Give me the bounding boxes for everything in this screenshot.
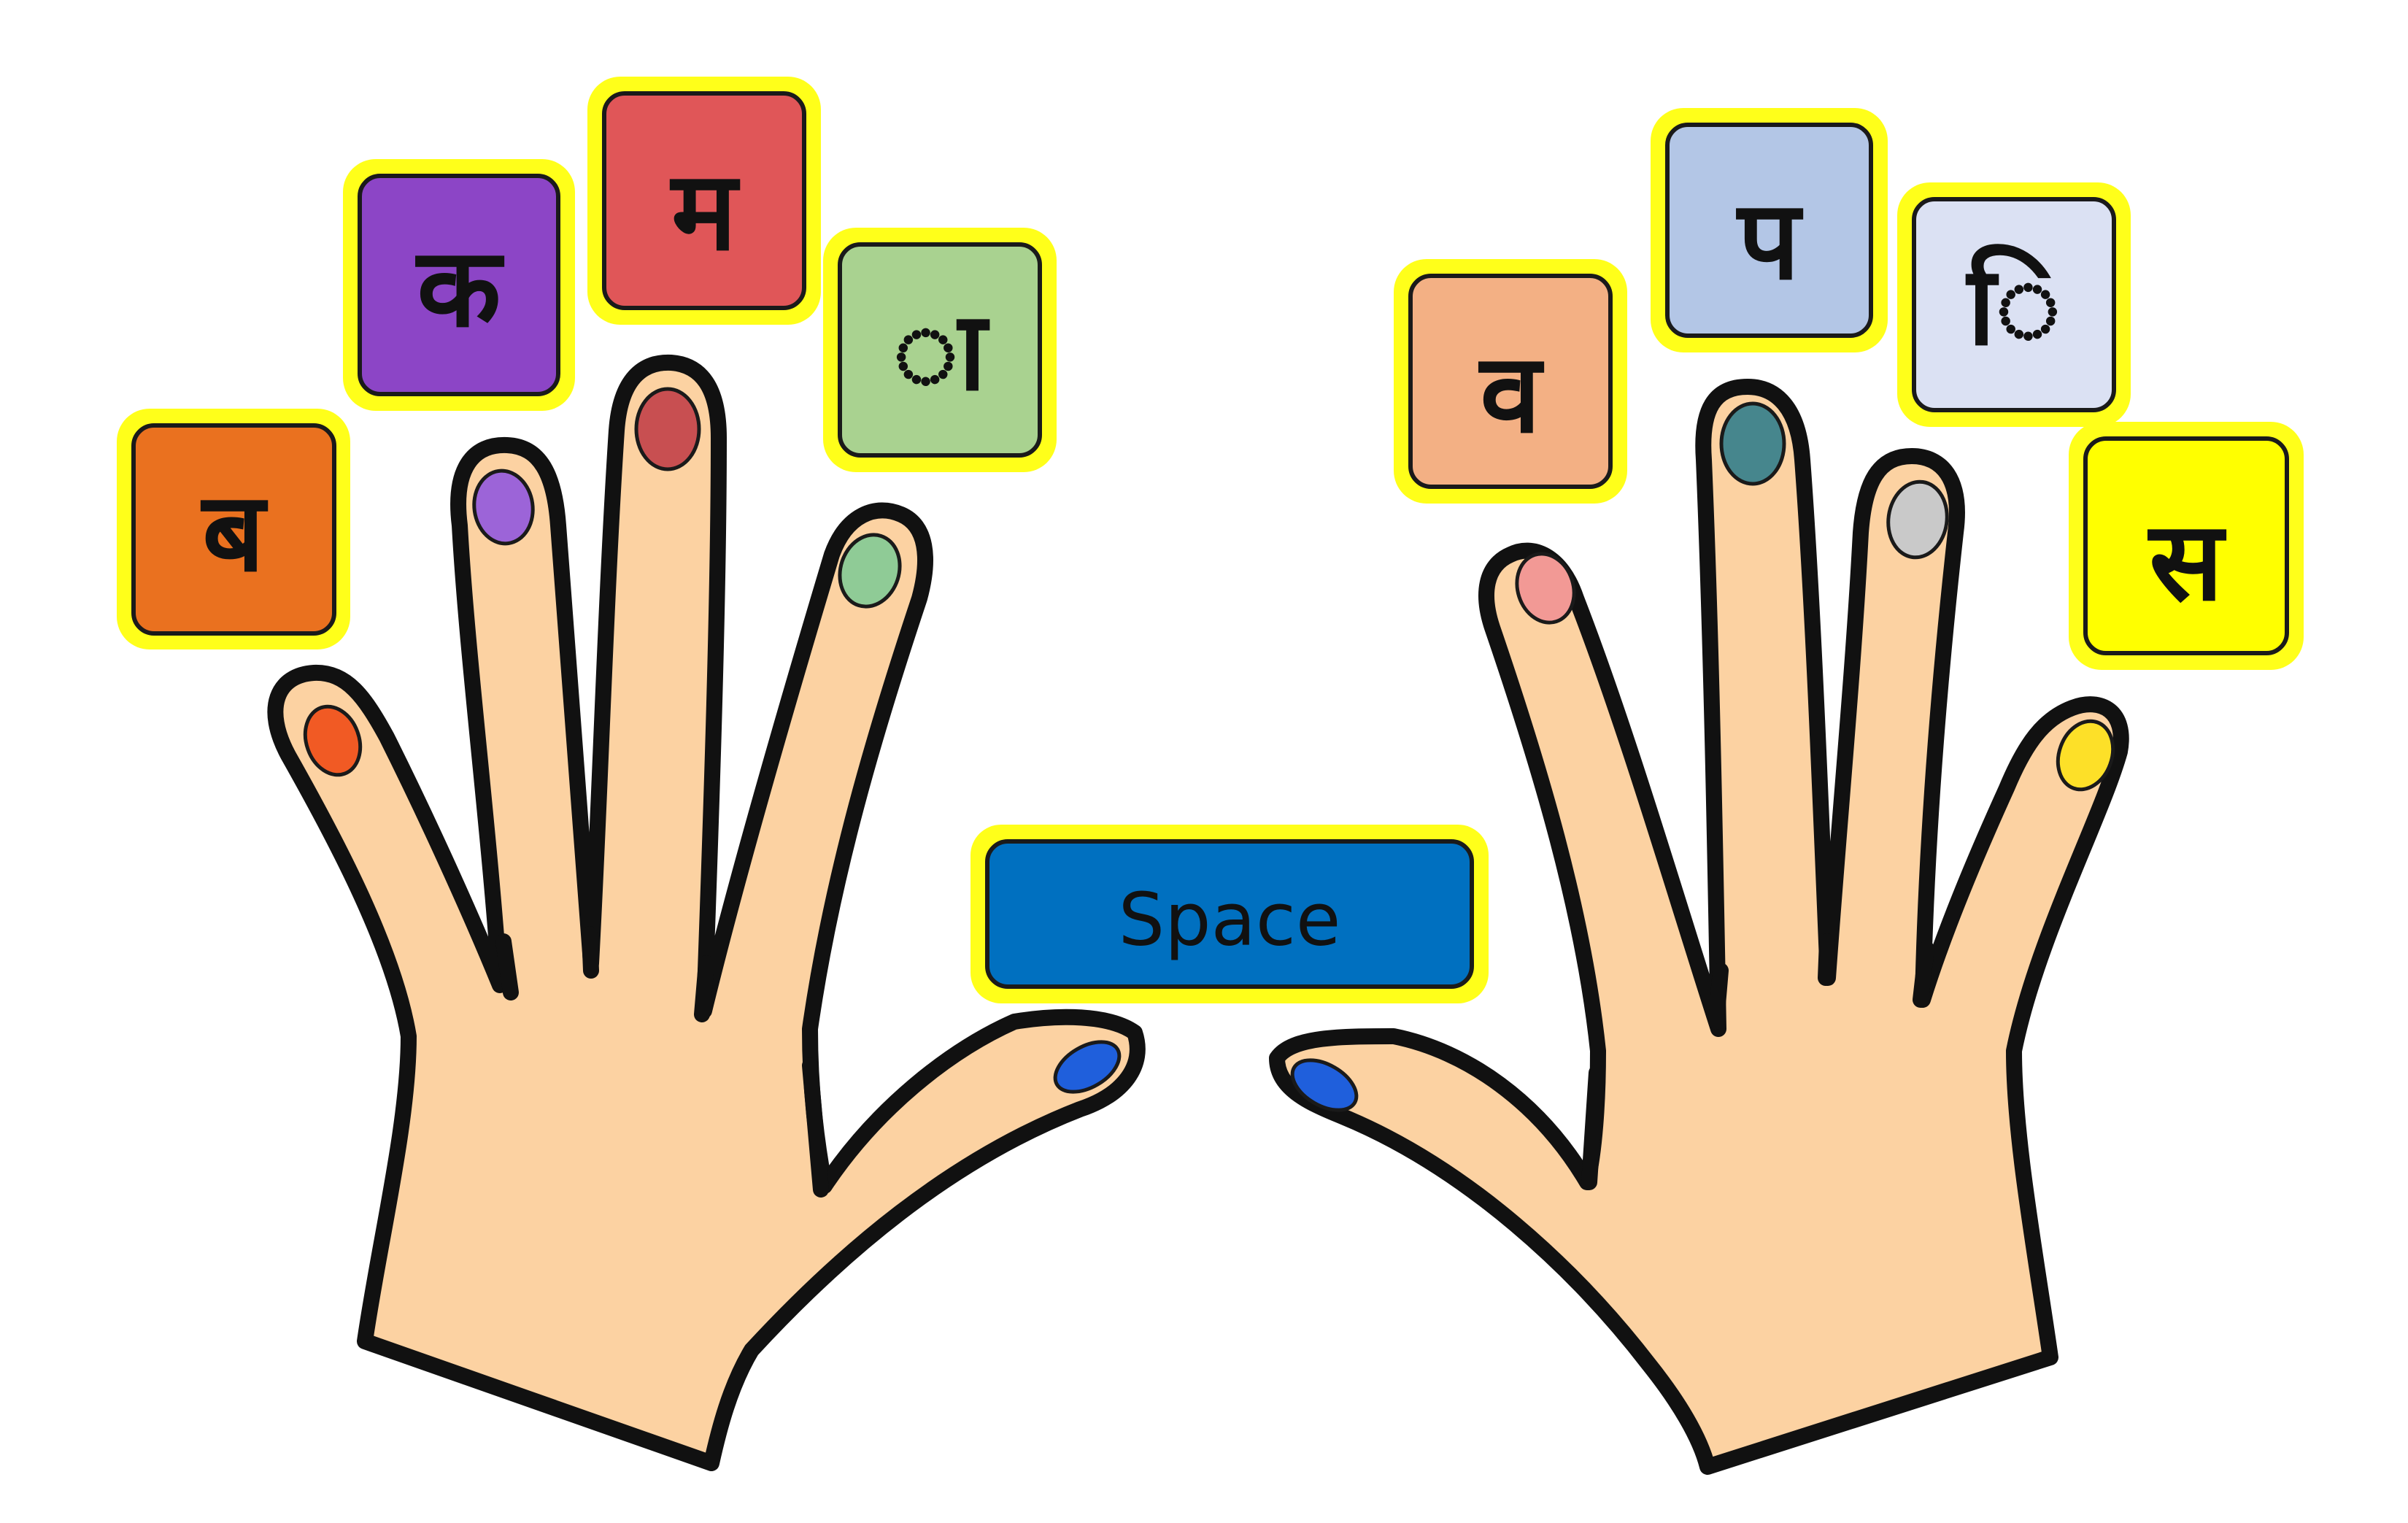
left-middle-crease [582,926,599,979]
key-right-ring: ि [1897,182,2131,427]
key-char: म [669,148,741,275]
key-face [985,839,1474,989]
space-key: Space [970,825,1489,1003]
key-left-pinky: ब [117,409,350,649]
left-middle-nail [634,387,701,471]
right-hand [1269,379,2129,1475]
right-thumb-nail [1290,1058,1359,1112]
left-index-nail [838,533,902,609]
right-ring-nail [1886,479,1949,560]
right-pinky-nail [2056,719,2115,792]
left-hand [267,354,1146,1471]
key-char: व [1478,331,1544,458]
left-hand-outline [267,354,1146,1471]
key-face [602,91,806,310]
key-left-middle: म [587,77,821,325]
right-ring-crease [1913,941,1934,1008]
key-char: ब [200,469,269,596]
key-right-index: व [1394,259,1627,504]
key-char: ा [893,288,990,415]
key-face [2083,436,2289,655]
right-thumb-crease [1581,1065,1605,1190]
key-left-ring: क [343,159,575,411]
left-thumb-crease [802,1057,829,1198]
key-face [358,174,560,396]
key-char: स [2147,498,2226,625]
key-face [131,423,336,636]
left-index-crease [694,955,714,1022]
key-left-index: ा [823,228,1057,472]
left-pinky-nail [303,704,363,777]
key-face [1912,197,2116,412]
right-middle-nail [1719,401,1786,486]
key-char: क [414,225,504,352]
space-key-label: Space [1119,877,1341,963]
key-face [1665,123,1873,338]
key-face [1408,274,1613,489]
right-index-crease [1708,963,1729,1030]
left-ring-crease [495,933,519,1000]
key-char: प [1735,177,1803,304]
left-thumb-nail [1053,1040,1122,1094]
right-hand-outline [1269,379,2129,1475]
right-middle-crease [1818,933,1835,986]
key-face [838,242,1042,458]
key-right-middle: प [1651,108,1888,352]
key-right-pinky: स [2069,422,2304,670]
right-index-nail [1515,552,1576,625]
left-ring-nail [472,469,535,546]
key-char: ि [1965,243,2061,370]
